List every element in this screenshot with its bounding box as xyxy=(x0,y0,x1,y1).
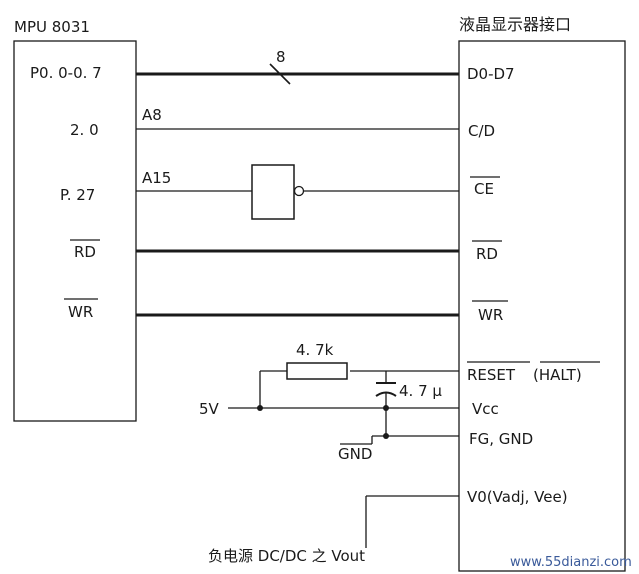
watermark: www.55dianzi.com xyxy=(510,555,632,570)
lcd-pin-vcc: Vcc xyxy=(472,400,499,418)
inverter-bubble xyxy=(293,185,305,197)
mpu-pin-p0: P0. 0-0. 7 xyxy=(30,64,102,82)
lcd-pin-ce: CE xyxy=(474,180,494,198)
signal-a8: A8 xyxy=(142,106,162,124)
mpu-pin-p20: 2. 0 xyxy=(70,121,99,139)
bus-slash xyxy=(269,63,291,85)
lcd-pin-d0d7: D0-D7 xyxy=(467,65,515,83)
label-5v: 5V xyxy=(199,400,220,418)
lcd-pin-wr: WR xyxy=(478,306,503,324)
mpu-pin-rd: RD xyxy=(74,243,96,261)
mpu-title: MPU 8031 xyxy=(14,18,90,36)
lcd-pin-halt: (HALT) xyxy=(533,366,582,384)
lcd-pin-reset: RESET xyxy=(467,366,516,384)
label-vout: 负电源 DC/DC 之 Vout xyxy=(208,547,365,565)
junction-res xyxy=(257,405,263,411)
lcd-title: 液晶显示器接口 xyxy=(459,15,571,34)
lcd-box xyxy=(458,40,626,572)
mpu-box xyxy=(13,40,137,422)
lcd-pin-fg-gnd: FG, GND xyxy=(469,430,533,448)
capacitor-value: 4. 7 μ xyxy=(399,382,442,400)
lcd-pin-rd: RD xyxy=(476,245,498,263)
mpu-pin-p27: P. 27 xyxy=(60,186,95,204)
signal-a15: A15 xyxy=(142,169,171,187)
lcd-pin-cd: C/D xyxy=(468,122,495,140)
mpu-pin-wr: WR xyxy=(68,303,93,321)
lcd-pin-v0: V0(Vadj, Vee) xyxy=(467,488,568,506)
inverter-gate xyxy=(251,164,295,220)
bus-width-label: 8 xyxy=(276,48,286,66)
resistor-value: 4. 7k xyxy=(296,341,334,359)
resistor xyxy=(286,362,348,380)
label-gnd: GND xyxy=(338,445,372,463)
